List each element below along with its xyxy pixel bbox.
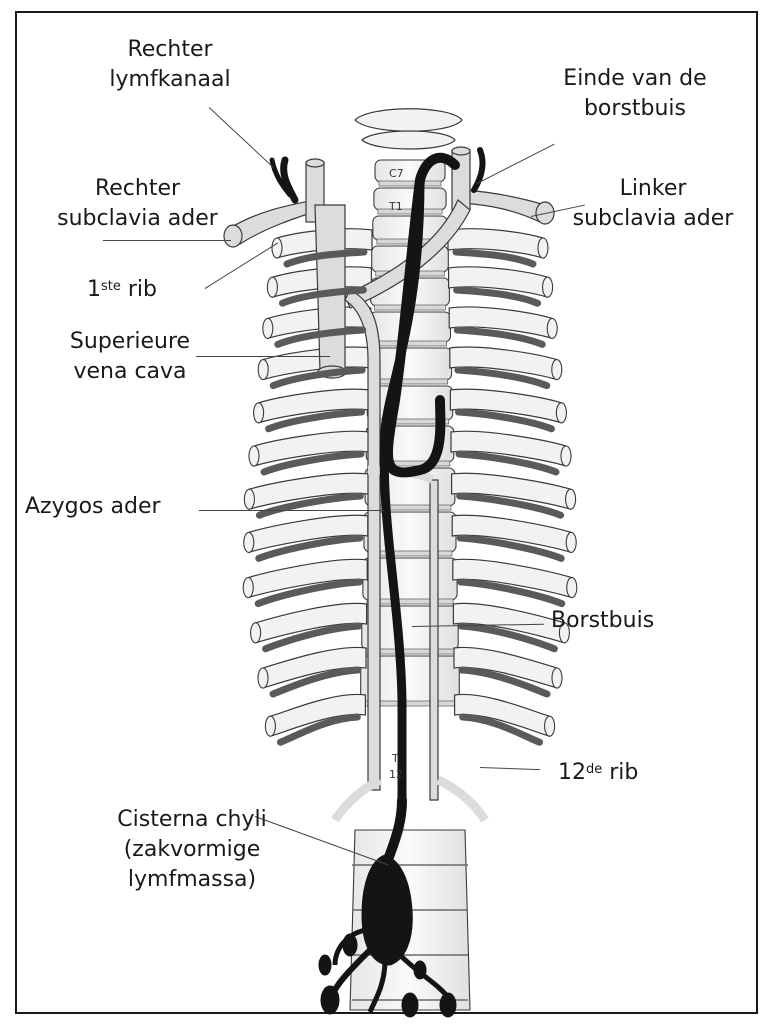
vertebra	[355, 109, 462, 132]
intervertebral-disc	[372, 379, 447, 384]
rib-end	[552, 668, 562, 688]
label-line: Linker	[548, 174, 758, 204]
label-line: Rechter	[60, 35, 280, 65]
rib-end	[263, 318, 273, 338]
label-twelfth-rib: 12de rib	[558, 758, 638, 788]
rib-end	[543, 277, 553, 297]
label-line: (zakvormige	[102, 835, 282, 865]
label-end-thoracic-duct: Einde van de borstbuis	[535, 64, 735, 124]
label-twelfth-rib-number: 12	[558, 760, 586, 785]
label-line: subclavia ader	[548, 204, 758, 234]
label-left-subclavian: Linker subclavia ader	[548, 174, 758, 234]
rib-end	[249, 446, 259, 466]
label-twelfth-rib-word: rib	[602, 760, 638, 785]
rib-end	[567, 578, 577, 598]
label-twelfth-rib-suffix: de	[586, 762, 602, 777]
rib-end	[538, 238, 548, 258]
label-first-rib-word: rib	[121, 277, 157, 302]
label-first-rib-suffix: ste	[101, 279, 121, 294]
rib-end	[243, 578, 253, 598]
rib-end	[272, 238, 282, 258]
leader-azygos	[199, 510, 384, 511]
label-first-rib: 1ste rib	[87, 275, 157, 305]
label-first-rib-number: 1	[87, 277, 101, 302]
rib-end	[267, 277, 277, 297]
label-svc: Superieure vena cava	[45, 327, 215, 387]
leader-right-subclavian	[103, 240, 231, 241]
rib-end	[258, 668, 268, 688]
vertebra-label-c7: C7	[389, 167, 404, 180]
rib-end	[561, 446, 571, 466]
label-line: vena cava	[45, 357, 215, 387]
intervertebral-disc	[379, 181, 441, 186]
rib-end	[251, 623, 261, 643]
rib-end	[566, 489, 576, 509]
vertebra	[362, 131, 455, 149]
rib-end	[547, 318, 557, 338]
intercostal-vessel-left	[456, 252, 533, 264]
left-subclavian-vein	[462, 190, 545, 222]
rib-end	[556, 403, 566, 423]
rib-end	[258, 360, 268, 380]
rib-end	[545, 716, 555, 736]
rib-end	[244, 532, 254, 552]
label-cisterna: Cisterna chyli (zakvormige lymfmassa)	[102, 805, 282, 895]
intervertebral-disc	[378, 209, 442, 214]
label-line: Einde van de	[535, 64, 735, 94]
label-line: lymfkanaal	[60, 65, 280, 95]
label-right-subclavian: Rechter subclavia ader	[25, 174, 250, 234]
label-line: Cisterna chyli	[102, 805, 282, 835]
vertebra-label-t12-num: 12	[389, 768, 403, 781]
label-azygos: Azygos ader	[25, 492, 161, 522]
label-line: Superieure	[45, 327, 215, 357]
label-line: Rechter	[25, 174, 250, 204]
vertebral-body	[374, 188, 446, 210]
label-thoracic-duct: Borstbuis	[551, 606, 654, 636]
label-line: lymfmassa)	[102, 865, 282, 895]
label-line: borstbuis	[535, 94, 735, 124]
rib-end	[254, 403, 264, 423]
vertebra-label-t1: T1	[388, 200, 403, 213]
rib-end	[244, 489, 254, 509]
label-line: subclavia ader	[25, 204, 250, 234]
rib-end	[566, 532, 576, 552]
vertebra-label-t12-t: T	[391, 752, 399, 765]
label-right-lymph-duct: Rechter lymfkanaal	[60, 35, 280, 95]
vertebral-body	[368, 348, 451, 380]
rib-end	[265, 716, 275, 736]
leader-svc	[196, 356, 330, 357]
rib-end	[552, 360, 562, 380]
intervertebral-disc	[374, 341, 447, 346]
